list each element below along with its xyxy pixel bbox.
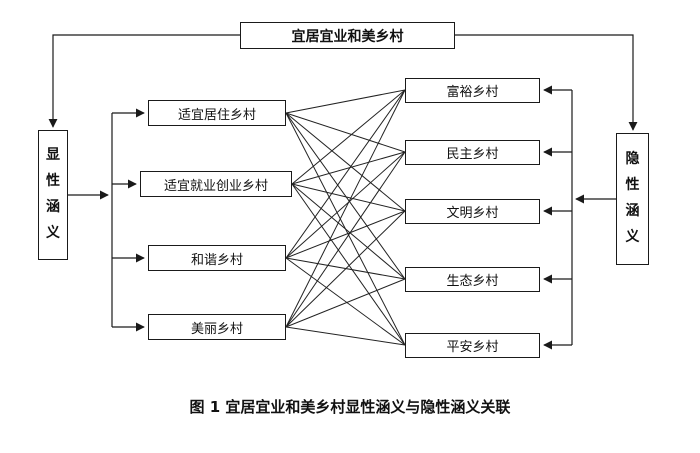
title-node: 宜居宜业和美乡村 (240, 22, 455, 49)
left-box-label: 适宜就业创业乡村 (163, 178, 268, 194)
implicit-meaning-node: 隐性涵义 (616, 133, 649, 265)
right-box-ecological-village: 生态乡村 (405, 267, 540, 292)
left-box-employment-village: 适宜就业创业乡村 (140, 171, 292, 197)
right-box-label: 平安乡村 (446, 340, 499, 355)
left-box-beautiful-village: 美丽乡村 (148, 314, 286, 340)
right-box-civilized-village: 文明乡村 (405, 199, 540, 224)
right-box-label: 民主乡村 (446, 147, 499, 162)
right-box-label: 文明乡村 (446, 206, 499, 221)
explicit-meaning-node: 显性涵义 (38, 130, 68, 260)
left-box-label: 适宜居住乡村 (177, 107, 256, 123)
explicit-meaning-label: 显性涵义 (46, 147, 60, 241)
right-box-label: 富裕乡村 (446, 85, 499, 100)
right-box-prosperous-village: 富裕乡村 (405, 78, 540, 103)
left-box-livable-village: 适宜居住乡村 (148, 100, 286, 126)
right-box-label: 生态乡村 (446, 274, 499, 289)
implicit-meaning-label: 隐性涵义 (625, 151, 640, 245)
left-box-harmonious-village: 和谐乡村 (148, 245, 286, 271)
right-box-democratic-village: 民主乡村 (405, 140, 540, 165)
left-box-label: 和谐乡村 (190, 252, 243, 268)
right-box-safe-village: 平安乡村 (405, 333, 540, 358)
figure-caption: 图 1 宜居宜业和美乡村显性涵义与隐性涵义关联 (189, 398, 511, 416)
left-box-label: 美丽乡村 (190, 321, 243, 337)
title-label: 宜居宜业和美乡村 (291, 28, 404, 45)
